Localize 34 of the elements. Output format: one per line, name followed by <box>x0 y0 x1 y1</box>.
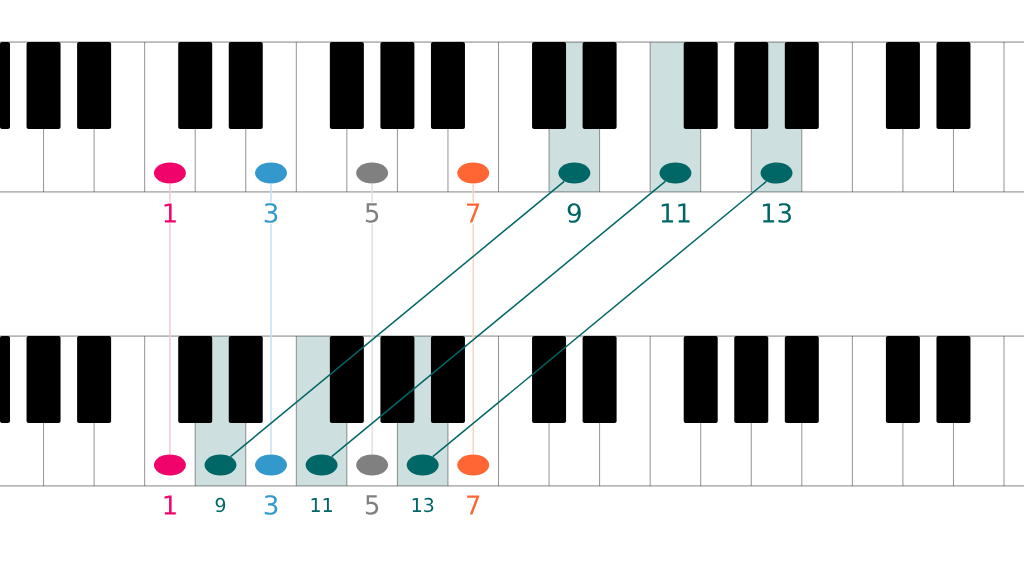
note-dot <box>153 162 186 184</box>
interval-number: 7 <box>463 202 483 224</box>
note-dot <box>659 162 692 184</box>
note-dot <box>406 454 439 476</box>
interval-number: 11 <box>657 202 693 224</box>
connector-line <box>169 182 171 456</box>
note-dot <box>153 454 186 476</box>
note-dot <box>356 454 389 476</box>
interval-number: 9 <box>565 202 584 224</box>
note-dot <box>558 162 591 184</box>
note-dot <box>760 162 793 184</box>
note-dot <box>255 454 288 476</box>
connector-line <box>330 180 667 458</box>
note-dot <box>305 454 338 476</box>
interval-number: 11 <box>308 497 335 513</box>
interval-number: 13 <box>759 202 795 224</box>
interval-number: 1 <box>160 494 180 516</box>
interval-number: 13 <box>409 496 436 514</box>
interval-number: 5 <box>362 202 382 224</box>
interval-number: 3 <box>261 494 281 516</box>
interval-number: 9 <box>213 496 228 514</box>
note-dot <box>255 162 288 184</box>
interval-number: 3 <box>261 202 281 224</box>
connector-line <box>229 180 565 458</box>
connector-line <box>270 182 272 456</box>
note-dot <box>457 162 490 184</box>
note-dot <box>356 162 389 184</box>
connector-line <box>432 180 768 458</box>
connector-line <box>472 182 474 456</box>
note-dot <box>457 454 490 476</box>
interval-number: 5 <box>362 494 382 516</box>
interval-number: 1 <box>160 202 180 224</box>
note-dot <box>204 454 237 476</box>
interval-number: 7 <box>463 494 483 516</box>
